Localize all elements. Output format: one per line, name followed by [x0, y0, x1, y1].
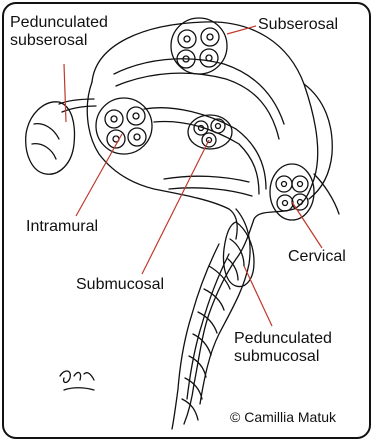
- copyright-notice: © Camillia Matuk: [230, 408, 336, 426]
- label-pedunculated-submucosal-line1: Pedunculated: [234, 330, 332, 348]
- label-cervical: Cervical: [288, 248, 346, 266]
- leader-line-submucosal: [142, 140, 209, 274]
- signature-scribble: [60, 371, 94, 390]
- label-pedunculated-subserosal-line2: subserosal: [10, 32, 108, 50]
- label-submucosal: Submucosal: [76, 276, 164, 294]
- label-subserosal: Subserosal: [258, 16, 338, 34]
- pedunculated-subserosal-stalk: [59, 99, 94, 104]
- label-pedunculated-submucosal: Pedunculated submucosal: [234, 330, 332, 366]
- subserosal-fibroid: [171, 18, 227, 74]
- label-pedunculated-submucosal-line2: submucosal: [234, 348, 332, 366]
- label-intramural: Intramural: [26, 218, 98, 236]
- intramural-fibroid: [96, 98, 152, 154]
- cervical-fibroid: [270, 164, 314, 220]
- submucosal-fibroid: [188, 115, 232, 149]
- leader-line-pedunculated-submucosal: [244, 266, 272, 326]
- pedunculated-subserosal-mass: [26, 102, 75, 174]
- leader-line-pedunculated-subserosal: [64, 64, 66, 122]
- label-pedunculated-subserosal: Pedunculated subserosal: [10, 14, 108, 50]
- leader-line-intramural: [76, 134, 122, 216]
- leader-line-cervical: [292, 202, 322, 248]
- label-pedunculated-subserosal-line1: Pedunculated: [10, 14, 108, 32]
